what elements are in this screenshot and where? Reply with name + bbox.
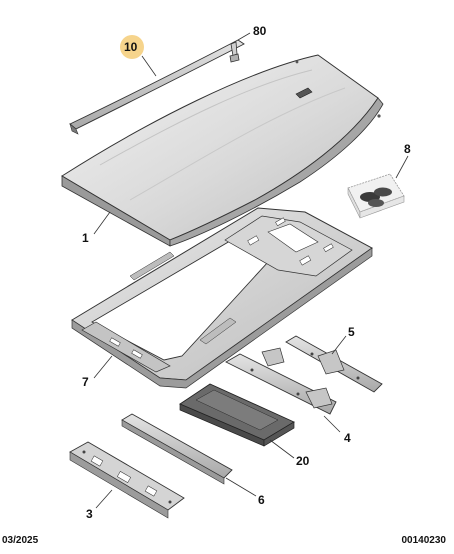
callout-1: 1 [82, 231, 89, 245]
pads-kit-box [347, 173, 405, 219]
clip-80 [229, 41, 240, 63]
cross-member-4 [225, 347, 337, 415]
callout-7: 7 [82, 375, 89, 389]
leader-lines [93, 32, 409, 509]
cross-member-5 [285, 335, 383, 393]
callout-6: 6 [258, 493, 265, 507]
footer-date: 03/2025 [2, 535, 39, 546]
callout-3: 3 [86, 507, 93, 521]
callout-80: 80 [253, 24, 267, 38]
reinforcement-3 [69, 441, 185, 519]
roof-rail-seal [69, 39, 245, 135]
callout-5: 5 [348, 325, 355, 339]
callout-8: 8 [404, 142, 411, 156]
callout-4: 4 [344, 431, 351, 445]
insulation-pad-20 [179, 383, 295, 447]
callout-10: 10 [124, 40, 138, 54]
callout-10-highlight [120, 35, 144, 59]
footer-reference: 00140230 [401, 535, 447, 546]
rail-6 [121, 413, 233, 485]
roof-panel [61, 54, 384, 247]
callout-20: 20 [296, 454, 310, 468]
roof-frame [71, 207, 373, 389]
